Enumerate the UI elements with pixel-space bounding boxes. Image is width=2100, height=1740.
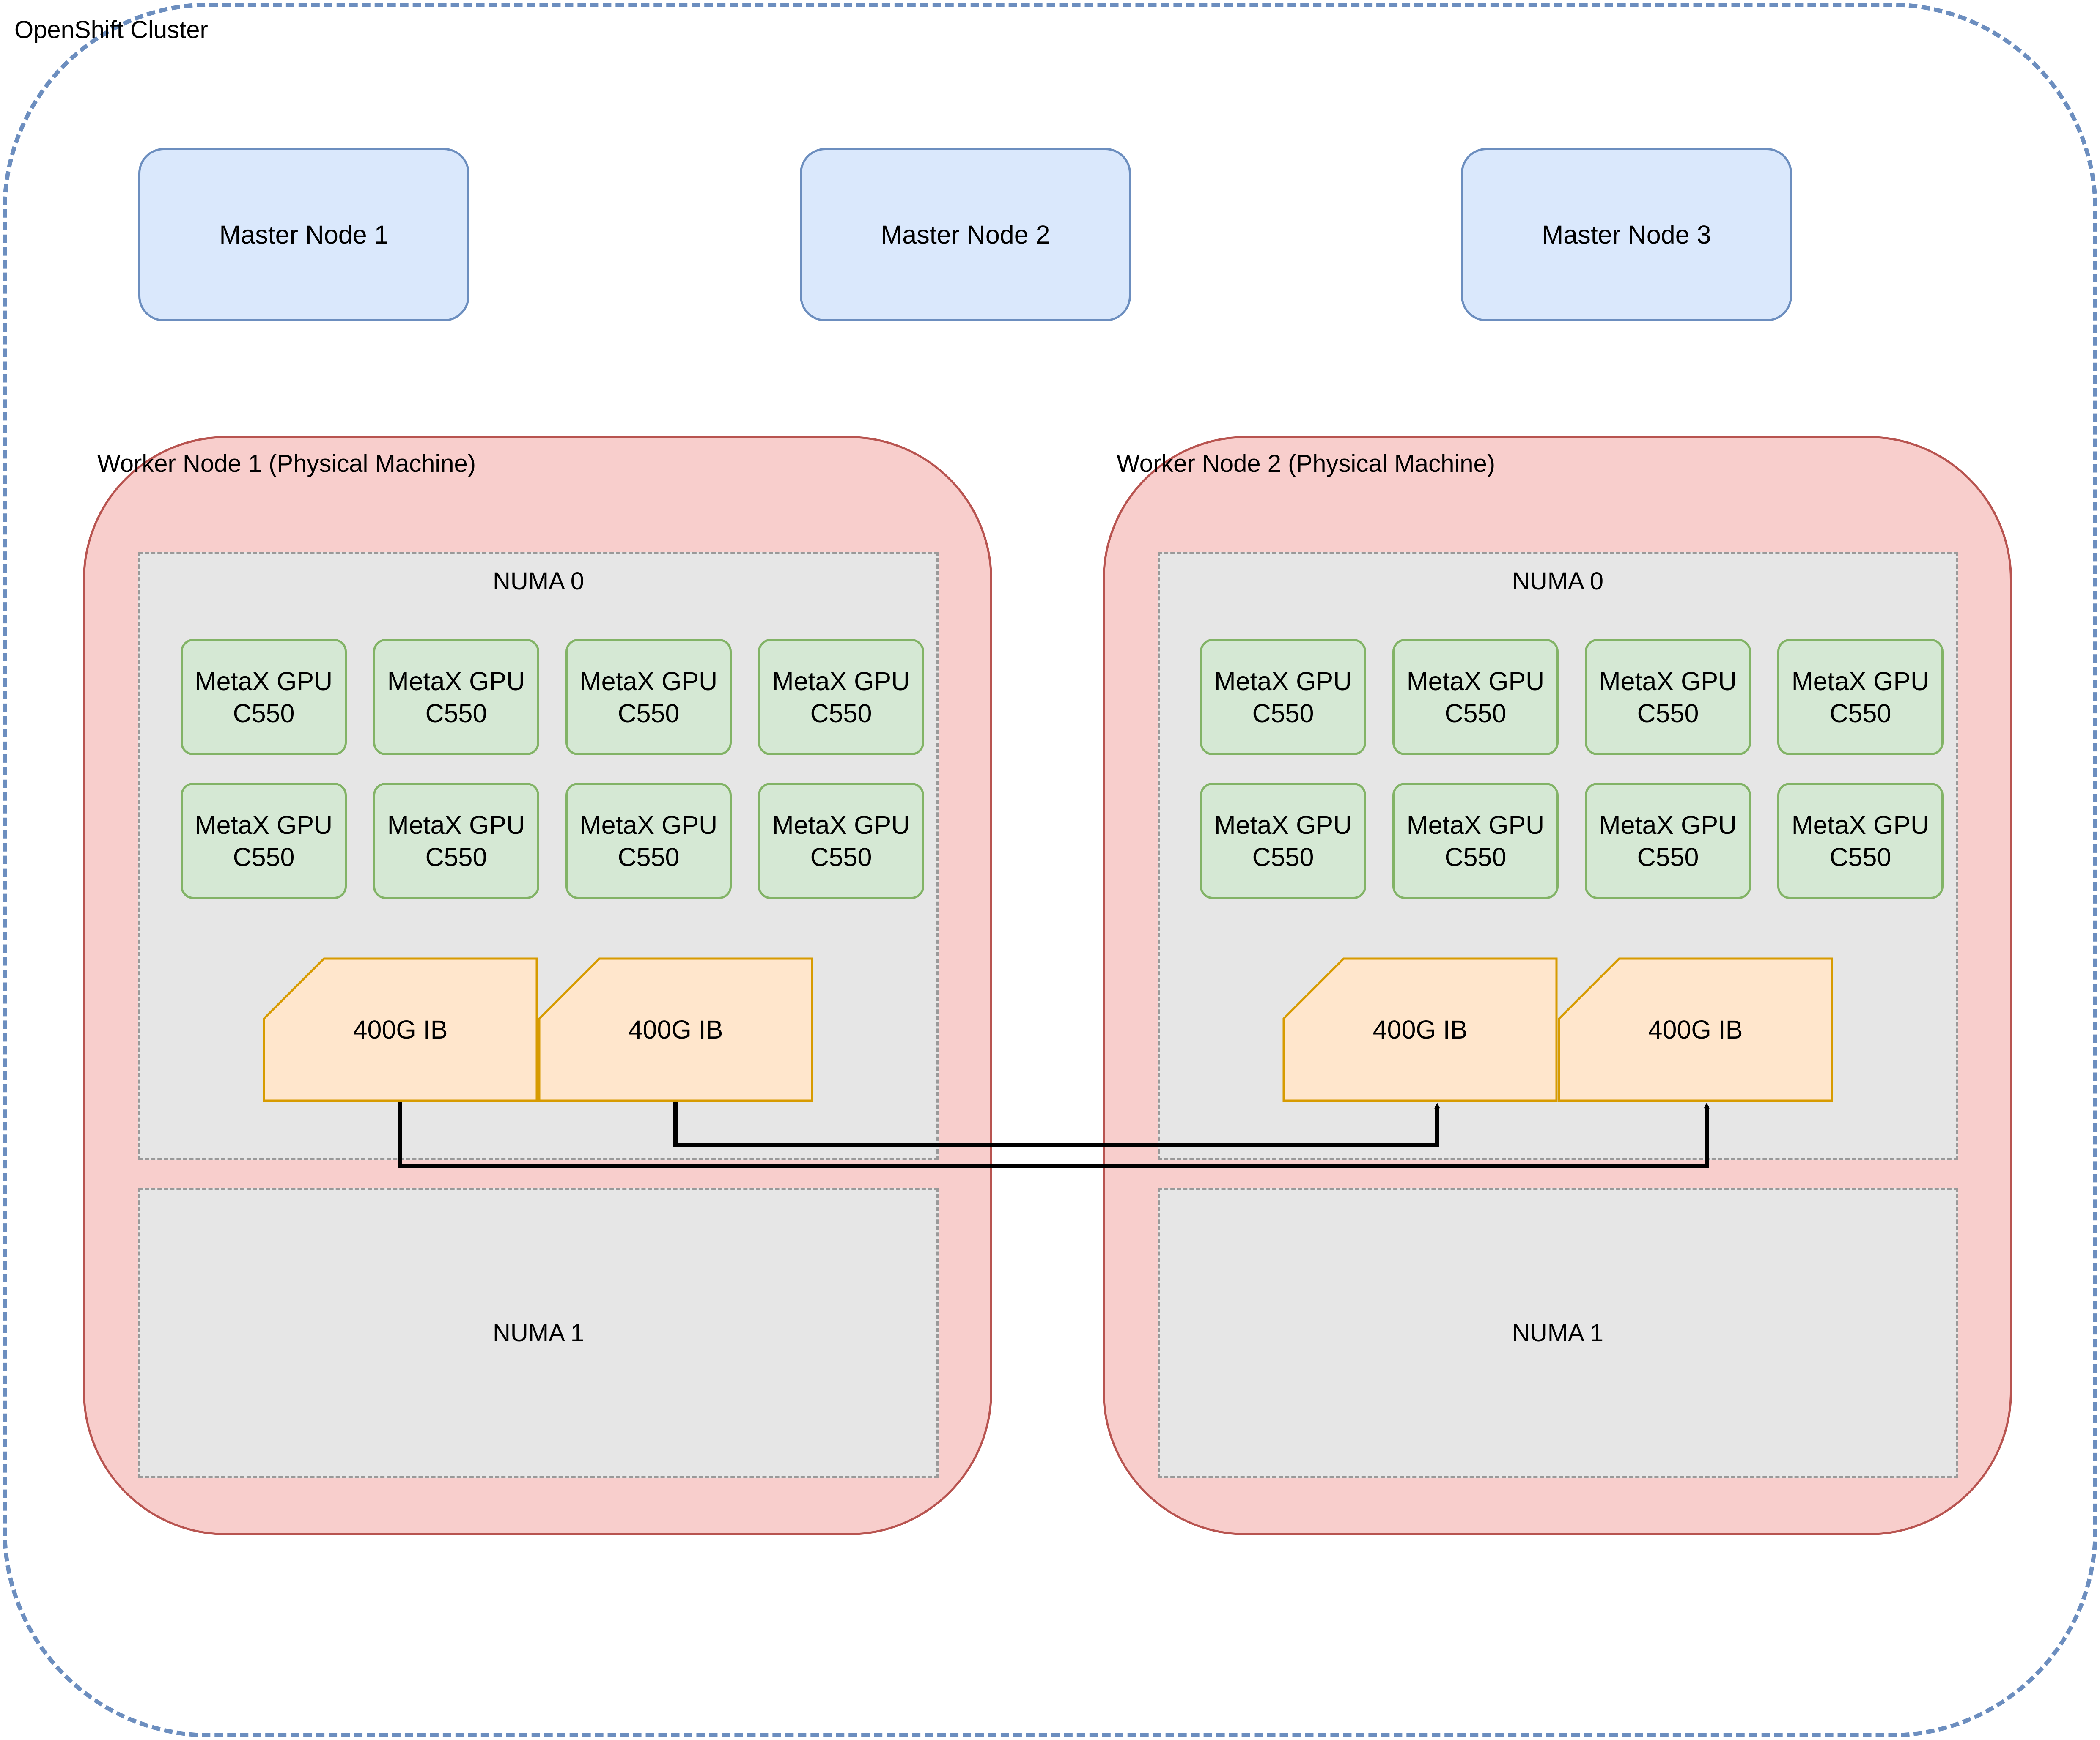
gpu-card-8[interactable]: MetaX GPU C550 [758, 783, 924, 899]
ib-card-shape [1558, 957, 1833, 1102]
gpu-card-1[interactable]: MetaX GPU C550 [1200, 639, 1366, 755]
ib-link-w1-card2-to-w2-card1 [673, 1102, 1440, 1147]
worker-2-ib-card-2[interactable]: 400G IB [1558, 957, 1833, 1102]
openshift-cluster-boundary [3, 3, 2097, 1737]
ib-card-shape [538, 957, 813, 1102]
gpu-card-6[interactable]: MetaX GPU C550 [373, 783, 539, 899]
worker-node-1-label: Worker Node 1 (Physical Machine) [97, 450, 476, 477]
worker-node-2-label: Worker Node 2 (Physical Machine) [1117, 450, 1496, 477]
gpu-card-2[interactable]: MetaX GPU C550 [373, 639, 539, 755]
gpu-card-7[interactable]: MetaX GPU C550 [1585, 783, 1751, 899]
gpu-card-4[interactable]: MetaX GPU C550 [758, 639, 924, 755]
gpu-card-2[interactable]: MetaX GPU C550 [1392, 639, 1559, 755]
gpu-card-6[interactable]: MetaX GPU C550 [1392, 783, 1559, 899]
ib-card-label: 400G IB [1648, 1015, 1743, 1044]
ib-card-label: 400G IB [628, 1015, 723, 1044]
gpu-card-3[interactable]: MetaX GPU C550 [1585, 639, 1751, 755]
worker-1-ib-card-2[interactable]: 400G IB [538, 957, 813, 1102]
ib-card-label: 400G IB [1373, 1015, 1468, 1044]
gpu-card-7[interactable]: MetaX GPU C550 [565, 783, 732, 899]
gpu-card-1[interactable]: MetaX GPU C550 [181, 639, 347, 755]
master-node-3[interactable]: Master Node 3 [1461, 148, 1792, 321]
gpu-card-3[interactable]: MetaX GPU C550 [565, 639, 732, 755]
worker-1-numa-1[interactable]: NUMA 1 [138, 1188, 939, 1478]
worker-2-ib-card-1[interactable]: 400G IB [1282, 957, 1558, 1102]
gpu-card-5[interactable]: MetaX GPU C550 [181, 783, 347, 899]
ib-link-w1-card1-to-w2-card2 [398, 1102, 1710, 1168]
worker-2-numa-1[interactable]: NUMA 1 [1158, 1188, 1958, 1478]
ib-card-shape [263, 957, 538, 1102]
ib-card-shape [1282, 957, 1558, 1102]
worker-1-numa-1-label: NUMA 1 [493, 1319, 584, 1347]
worker-1-ib-card-1[interactable]: 400G IB [263, 957, 538, 1102]
master-node-1[interactable]: Master Node 1 [138, 148, 469, 321]
gpu-card-8[interactable]: MetaX GPU C550 [1777, 783, 1944, 899]
master-node-2[interactable]: Master Node 2 [800, 148, 1131, 321]
worker-2-numa-0-label: NUMA 0 [1512, 567, 1603, 595]
gpu-card-5[interactable]: MetaX GPU C550 [1200, 783, 1366, 899]
worker-1-numa-0-label: NUMA 0 [493, 567, 584, 595]
gpu-card-4[interactable]: MetaX GPU C550 [1777, 639, 1944, 755]
cluster-label: OpenShift Cluster [14, 16, 208, 44]
worker-2-numa-1-label: NUMA 1 [1512, 1319, 1603, 1347]
ib-card-label: 400G IB [353, 1015, 448, 1044]
